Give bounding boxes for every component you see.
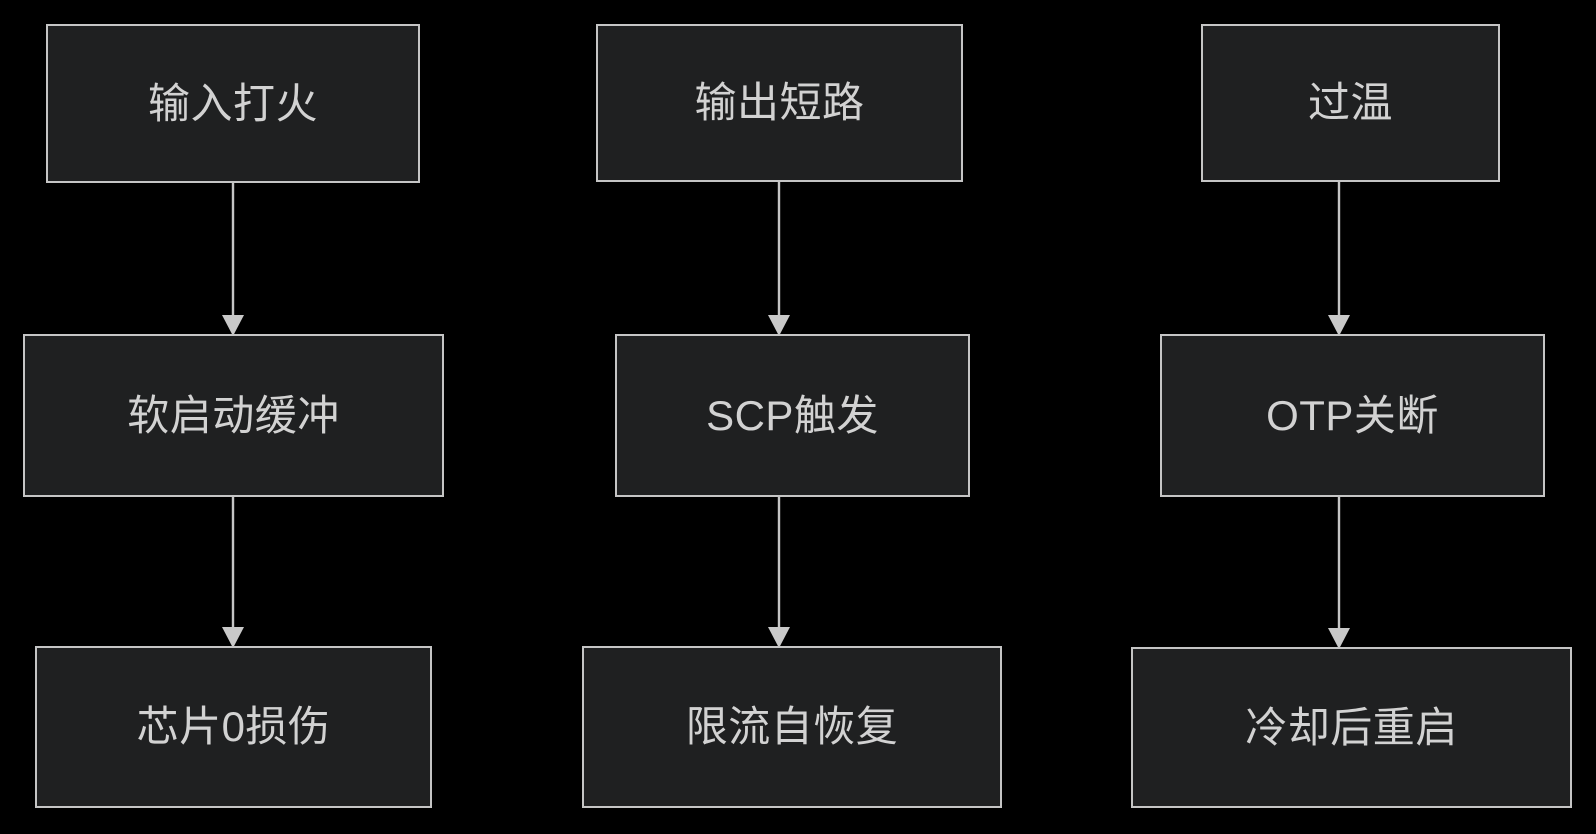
flow-node-over-temperature[interactable]: 过温 xyxy=(1201,24,1500,182)
down-arrow-icon xyxy=(222,627,244,648)
flow-node-current-limit-self-recovery[interactable]: 限流自恢复 xyxy=(582,646,1002,808)
flow-node-label: SCP触发 xyxy=(706,391,879,439)
down-arrow-icon xyxy=(1328,315,1350,336)
flow-node-otp-shutdown[interactable]: OTP关断 xyxy=(1160,334,1545,497)
flow-node-restart-after-cooldown[interactable]: 冷却后重启 xyxy=(1131,647,1572,808)
flow-node-zero-chip-damage[interactable]: 芯片0损伤 xyxy=(35,646,432,808)
flow-edge-soft-start-to-zero-damage xyxy=(222,495,244,648)
flow-node-label: 过温 xyxy=(1307,79,1393,126)
flow-node-label: 冷却后重启 xyxy=(1245,703,1458,751)
flow-node-label: OTP关断 xyxy=(1266,391,1439,439)
down-arrow-icon xyxy=(768,627,790,648)
down-arrow-icon xyxy=(222,315,244,336)
flow-node-label: 限流自恢复 xyxy=(685,703,899,750)
flow-edge-over-temperature-to-otp-shutdown xyxy=(1328,180,1350,336)
down-arrow-icon xyxy=(768,315,790,336)
flow-edge-otp-shutdown-to-restart-after-cooldown xyxy=(1328,495,1350,649)
flow-node-soft-start-buffer[interactable]: 软启动缓冲 xyxy=(23,334,444,497)
flow-node-label: 芯片0损伤 xyxy=(136,703,331,750)
flow-node-output-short-circuit[interactable]: 输出短路 xyxy=(596,24,963,182)
down-arrow-icon xyxy=(1328,628,1350,649)
flow-edge-short-circuit-to-scp-trigger xyxy=(768,180,790,336)
flow-node-label: 软启动缓冲 xyxy=(127,391,340,439)
flow-node-label: 输入打火 xyxy=(147,79,318,127)
flow-node-input-arcing[interactable]: 输入打火 xyxy=(46,24,420,183)
flow-edge-scp-trigger-to-current-limit-recovery xyxy=(768,495,790,648)
flow-node-scp-trigger[interactable]: SCP触发 xyxy=(615,334,970,497)
flow-edge-input-arcing-to-soft-start xyxy=(222,181,244,336)
flow-node-label: 输出短路 xyxy=(694,79,865,126)
